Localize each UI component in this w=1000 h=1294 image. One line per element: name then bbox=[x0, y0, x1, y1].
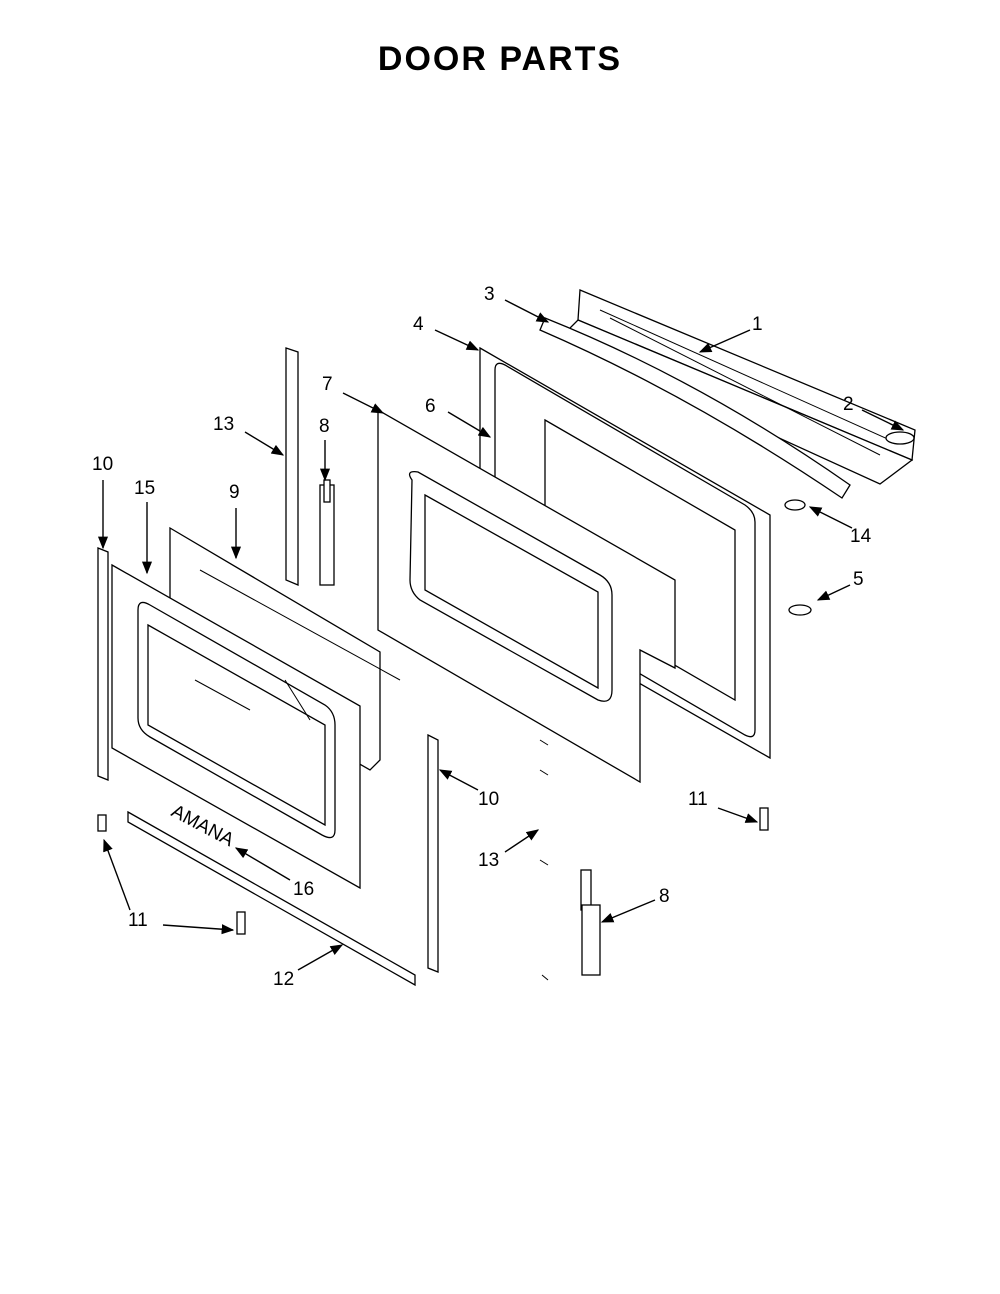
callout-13-lower: 13 bbox=[478, 850, 499, 871]
callout-8-lower: 8 bbox=[659, 886, 670, 907]
callout-11-right: 11 bbox=[688, 789, 708, 810]
part-13-lower-rail bbox=[539, 739, 549, 981]
part-14-screw bbox=[784, 499, 806, 511]
part-15-outer-door bbox=[111, 563, 361, 890]
callout-3: 3 bbox=[484, 284, 495, 305]
callout-4: 4 bbox=[413, 314, 424, 335]
callout-16: 16 bbox=[293, 879, 314, 900]
callout-6: 6 bbox=[425, 396, 436, 417]
part-10-right-trim bbox=[427, 733, 439, 973]
callout-2: 2 bbox=[843, 394, 854, 415]
callout-1: 1 bbox=[752, 314, 763, 335]
callout-10-right: 10 bbox=[478, 789, 499, 810]
part-11-screw-right bbox=[759, 807, 769, 831]
part-13-upper-rail bbox=[285, 347, 299, 586]
part-5-screw bbox=[788, 604, 812, 616]
part-8-upper-hinge bbox=[319, 479, 335, 586]
callout-5: 5 bbox=[853, 569, 864, 590]
leader-lines bbox=[97, 299, 905, 971]
part-10-left-trim bbox=[97, 547, 109, 781]
part-7-window-frame bbox=[377, 408, 676, 784]
part-2-screw bbox=[885, 431, 915, 445]
part-8-lower-hinge bbox=[580, 869, 601, 976]
part-1-vent-trim bbox=[558, 289, 916, 485]
callout-7: 7 bbox=[322, 374, 333, 395]
callout-15: 15 bbox=[134, 478, 155, 499]
page-title: DOOR PARTS bbox=[377, 40, 623, 78]
callout-8-upper: 8 bbox=[319, 416, 330, 437]
callout-9: 9 bbox=[229, 482, 240, 503]
part-11-screw-left bbox=[97, 814, 107, 832]
callout-11-left: 11 bbox=[128, 910, 148, 931]
callout-labels: 1 2 3 4 5 6 7 8 8 9 10 10 11 11 12 13 13… bbox=[92, 284, 872, 990]
callout-10-left: 10 bbox=[92, 454, 113, 475]
callout-12: 12 bbox=[273, 969, 294, 990]
part-11-screw-bottom bbox=[236, 911, 246, 935]
part-12-bottom-trim bbox=[127, 810, 416, 987]
callout-14: 14 bbox=[850, 526, 872, 547]
part-3-vent-channel bbox=[539, 317, 851, 499]
callout-13-upper: 13 bbox=[213, 414, 234, 435]
